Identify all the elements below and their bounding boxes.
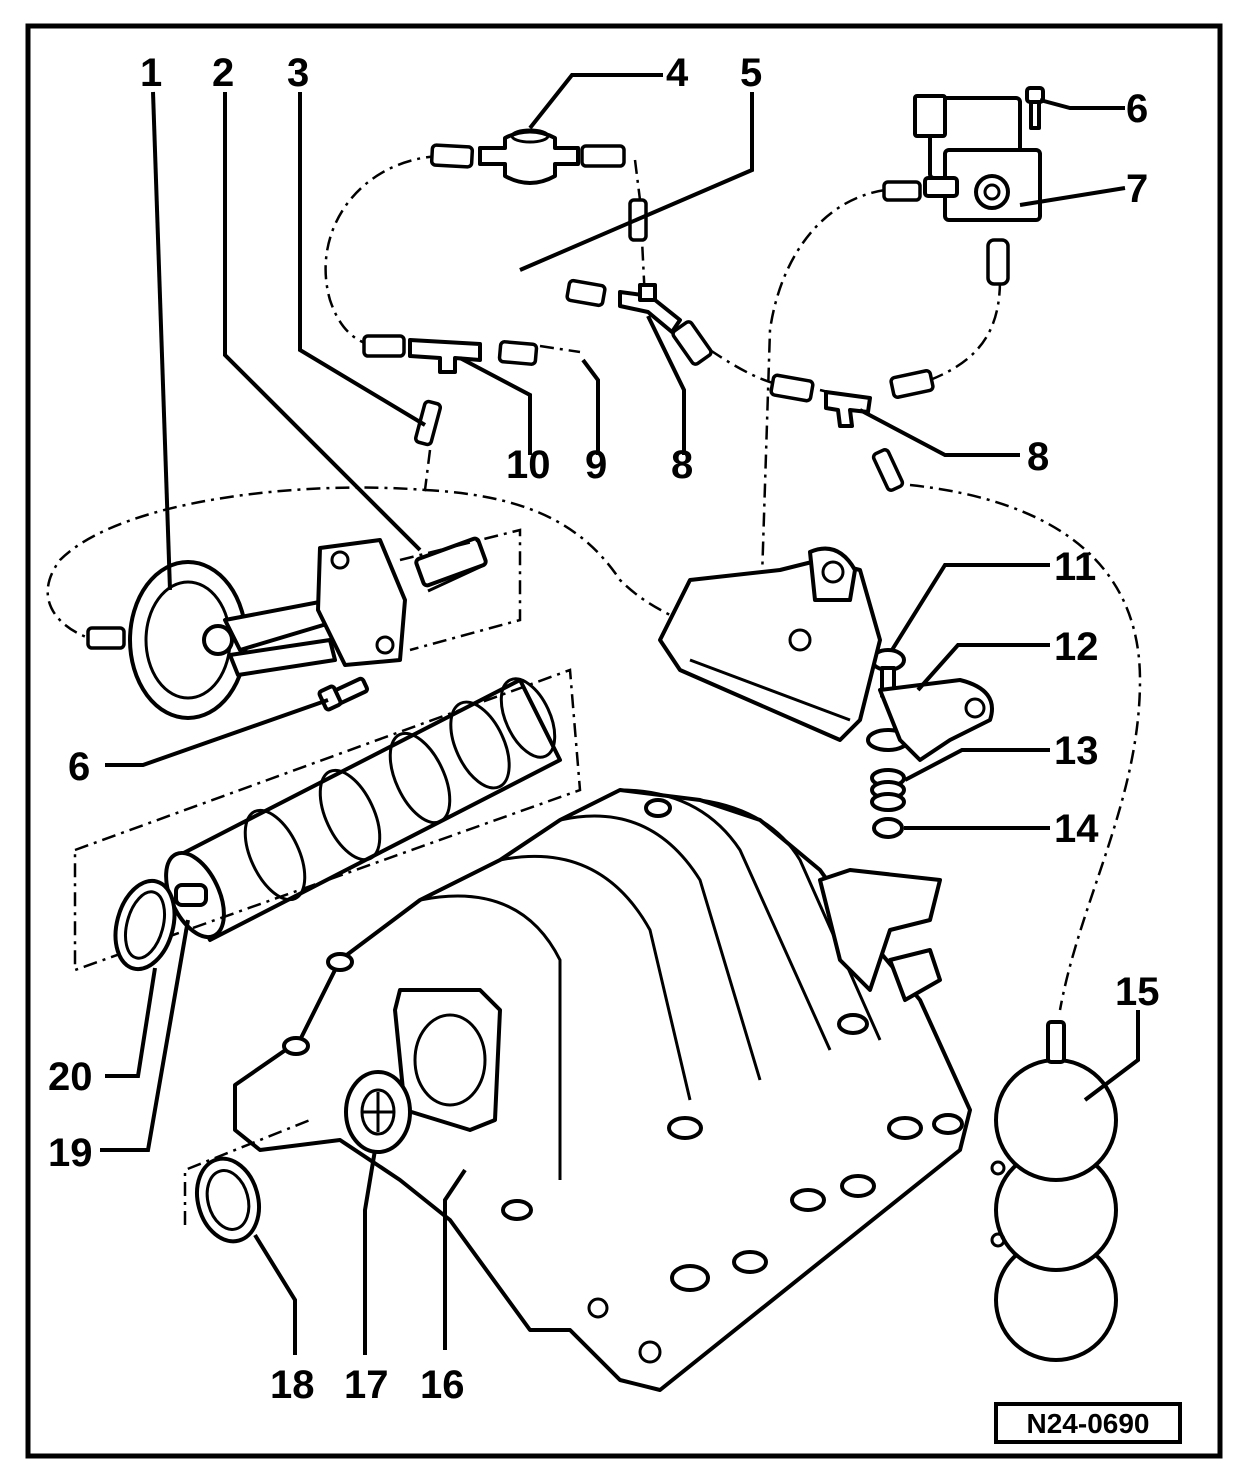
callout-17: 17 [344, 1363, 389, 1407]
callout-19: 19 [48, 1131, 93, 1175]
callout-9: 9 [585, 443, 607, 487]
callout-8-left: 8 [671, 443, 693, 487]
callout-labels: 1 2 3 4 5 6 7 10 9 8 8 11 12 13 14 6 15 … [48, 51, 1160, 1407]
callout-13: 13 [1054, 729, 1099, 773]
callout-7: 7 [1126, 167, 1148, 211]
vacuum-hose-lines [46, 154, 1142, 1011]
callout-8-right: 8 [1027, 435, 1049, 479]
spring [414, 536, 488, 593]
callout-5: 5 [740, 51, 762, 95]
callout-4: 4 [666, 51, 689, 95]
callout-12: 12 [1054, 625, 1099, 669]
callout-3: 3 [287, 51, 309, 95]
callout-6-top: 6 [1126, 87, 1148, 131]
callout-20: 20 [48, 1055, 93, 1099]
callout-1: 1 [140, 51, 162, 95]
spring-13 [870, 768, 906, 812]
reference-code: N24-0690 [1027, 1408, 1150, 1439]
t-pieces [408, 283, 872, 428]
callout-18: 18 [270, 1363, 315, 1407]
callout-15: 15 [1115, 970, 1160, 1014]
callout-11: 11 [1054, 545, 1096, 589]
solenoid-valve [913, 94, 1042, 222]
intake-manifold [233, 788, 972, 1392]
o-ring-18 [195, 1156, 261, 1244]
vacuum-actuator [128, 538, 407, 720]
washer-14 [872, 817, 904, 839]
bolt-6 [317, 676, 370, 712]
intake-flap-shaft [164, 677, 562, 942]
callout-16: 16 [420, 1363, 465, 1407]
callout-6-left: 6 [68, 745, 90, 789]
reference-code-box: N24-0690 [994, 1402, 1182, 1444]
callout-2: 2 [212, 51, 234, 95]
diagram-frame [25, 23, 1223, 1459]
leader-lines [100, 73, 1140, 1355]
o-ring-20 [113, 878, 177, 972]
hose-segments [86, 143, 1010, 650]
check-valve [478, 128, 580, 185]
bolt-top [1025, 86, 1045, 130]
flap-disc [344, 1070, 412, 1154]
callout-14: 14 [1054, 807, 1099, 851]
vacuum-reservoir [990, 1020, 1118, 1362]
callout-10: 10 [506, 443, 551, 487]
bracket-12 [658, 546, 994, 762]
